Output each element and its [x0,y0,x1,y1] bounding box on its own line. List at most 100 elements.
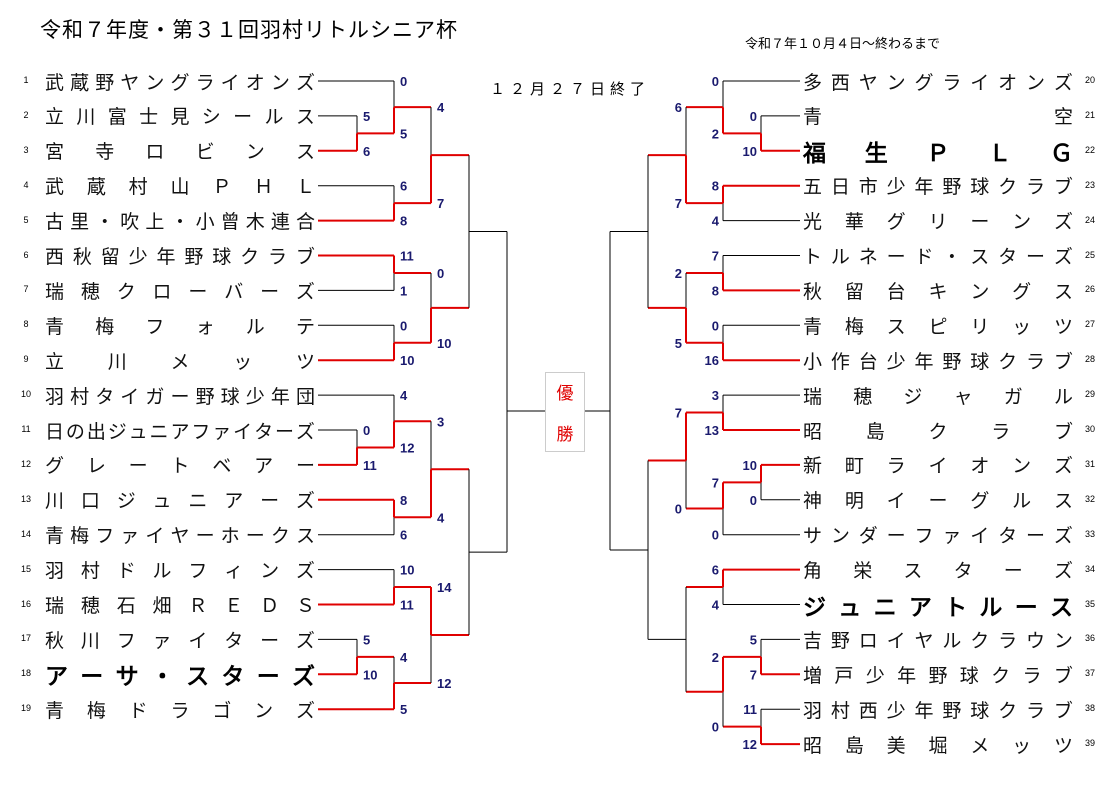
team-name: 青空 [803,107,1073,129]
score-label: 6 [363,144,370,159]
team-name: 武蔵野ヤングライオンズ [45,72,315,94]
seed-number: 39 [1084,738,1095,749]
score-label: 0 [363,423,370,438]
team-name: 古里・吹上・小曾木連合 [45,212,315,234]
seed-number: 9 [23,354,29,365]
score-label: 5 [675,336,682,351]
score-label: 16 [705,353,719,368]
score-label: 5 [363,632,370,647]
champion-box: 優 勝 [545,372,585,452]
team-name: 青梅フォルテ [45,316,315,338]
score-label: 13 [705,423,719,438]
team-name: 瑞穂クローバーズ [45,281,315,303]
score-label: 6 [400,528,407,543]
score-label: 14 [437,580,452,595]
team-name: 昭島クラブ [803,421,1073,443]
seed-number: 7 [23,284,29,295]
team-name: 秋川ファイターズ [45,630,315,652]
score-label: 3 [437,414,444,429]
score-label: 2 [712,650,719,665]
score-label: 4 [400,650,408,665]
tournament-period: 令和７年１０月４日～終わるまで [745,36,941,51]
team-name: 川口ジュニアーズ [45,491,315,513]
score-label: 6 [400,179,407,194]
score-label: 0 [400,74,407,89]
score-label: 10 [400,563,414,578]
team-name: 青梅ドラゴンズ [45,700,315,722]
score-label: 4 [712,598,720,613]
seed-number: 37 [1084,668,1095,679]
score-label: 11 [400,598,414,613]
seed-number: 22 [1084,144,1095,155]
score-label: 10 [363,667,377,682]
seed-number: 18 [20,668,31,679]
team-name: 青梅ファイヤーホークス [45,526,315,548]
score-label: 7 [712,475,719,490]
seed-number: 29 [1084,389,1095,400]
seed-number: 19 [20,703,31,714]
team-name: 西秋留少年野球クラブ [45,247,315,268]
team-name: 神明イーグルス [803,491,1073,513]
team-name: アーサ・スターズ [45,663,315,690]
team-name: 羽村タイガー野球少年団 [45,386,315,408]
team-name: 秋留台キングス [803,281,1073,303]
tournament-status: １２月２７日終了 [490,82,651,98]
seed-number: 5 [23,214,29,225]
score-label: 8 [400,493,407,508]
seed-number: 27 [1084,319,1095,330]
team-name: 小作台少年野球クラブ [803,351,1073,373]
team-name: サンダーファイターズ [803,526,1073,548]
team-name: 五日市少年野球クラブ [803,177,1073,199]
seed-number: 6 [23,249,29,260]
seed-number: 11 [21,424,31,434]
team-name: 新町ライオンズ [803,456,1073,478]
score-label: 0 [750,109,757,124]
seed-number: 2 [23,109,29,120]
seed-number: 38 [1084,703,1095,714]
score-label: 6 [712,563,719,578]
score-label: 4 [712,214,720,229]
seed-number: 30 [1084,424,1095,434]
score-label: 12 [437,676,451,691]
team-name: 昭島美堀メッツ [803,735,1073,757]
score-label: 10 [400,353,414,368]
score-label: 4 [400,388,408,403]
score-label: 10 [743,144,757,159]
team-name: 羽村西少年野球クラブ [803,700,1073,722]
team-name: 日の出ジュニアファイターズ [45,421,315,443]
seed-number: 14 [20,528,31,539]
seed-number: 10 [20,389,31,400]
champion-label-2: 勝 [556,425,574,444]
score-label: 12 [400,440,414,455]
team-name: 多西ヤングライオンズ [803,72,1073,94]
team-name: 立川富士見シールス [45,107,315,129]
seed-number: 21 [1084,109,1095,120]
team-name: 瑞穂ジャガル [803,386,1073,408]
team-name: 羽村ドルフィンズ [45,561,315,583]
team-name: 宮寺ロビンス [45,142,315,164]
score-label: 7 [437,196,444,211]
score-label: 5 [400,126,407,141]
team-name: ジュニアトルース [803,593,1073,620]
score-label: 0 [675,502,682,517]
score-label: 4 [437,510,445,525]
seed-number: 24 [1084,214,1095,225]
score-label: 0 [712,528,719,543]
seed-number: 12 [20,458,31,469]
score-label: 0 [712,74,719,89]
seed-number: 23 [1084,179,1095,190]
seed-number: 16 [20,598,31,609]
score-label: 12 [743,737,757,752]
score-label: 10 [437,336,451,351]
score-label: 0 [712,318,719,333]
score-label: 0 [437,266,444,281]
seed-number: 20 [1084,75,1095,85]
seed-number: 8 [23,319,29,330]
seed-number: 33 [1084,528,1095,539]
team-name: 吉野ロイヤルクラウン [803,630,1073,652]
score-label: 2 [712,126,719,141]
